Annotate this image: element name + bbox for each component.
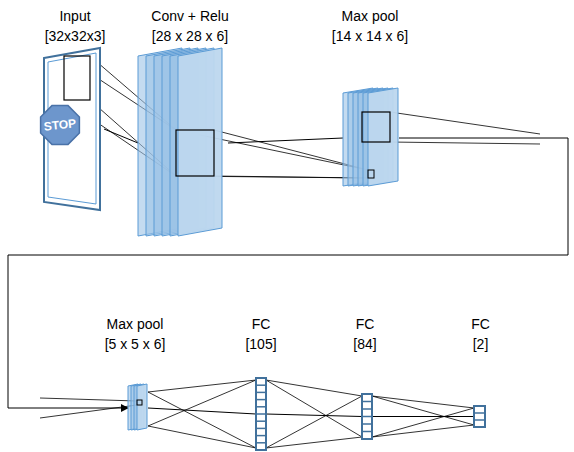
neuron-cell	[256, 442, 266, 444]
layer-label: FC[84]	[353, 314, 376, 354]
neuron-cell	[256, 392, 266, 394]
neuron-cell	[256, 435, 266, 437]
fc-line	[372, 396, 474, 408]
layer-dimensions: [28 x 28 x 6]	[151, 26, 228, 46]
fc-line	[266, 380, 362, 437]
layer-connector	[372, 416, 474, 417]
neuron-cell	[256, 399, 266, 401]
input-image	[44, 48, 100, 210]
fc-line	[148, 380, 256, 392]
projection-line	[390, 142, 540, 144]
layer-block: FC[105]	[256, 378, 266, 450]
feature-map	[137, 384, 147, 430]
layer-shape	[362, 394, 372, 439]
neuron-cell	[256, 428, 266, 430]
receptive-field	[362, 112, 390, 142]
layer-connector	[228, 138, 343, 143]
layer-label: FC[2]	[471, 314, 490, 354]
layer-shape	[256, 378, 266, 450]
layer-dimensions: [2]	[471, 334, 490, 354]
feature-map	[178, 48, 222, 236]
pool-window	[137, 400, 142, 405]
layer-name: Input	[45, 6, 106, 26]
layer-shape	[138, 48, 228, 238]
layer-dimensions: [84]	[353, 334, 376, 354]
projection-line	[40, 398, 137, 401]
layer-shape	[128, 384, 148, 432]
layer-name: Max pool	[332, 6, 408, 26]
pool-window	[368, 170, 374, 178]
layer-name: FC	[245, 314, 276, 334]
neuron-cell	[256, 384, 266, 386]
layer-dimensions: [14 x 14 x 6]	[332, 26, 408, 46]
layer-block: Conv + Relu[28 x 28 x 6]	[138, 48, 228, 238]
fc-line	[148, 380, 256, 426]
layer-shape	[474, 406, 485, 427]
layer-dimensions: [32x32x3]	[45, 26, 106, 46]
feature-map	[368, 88, 398, 186]
layer-label: Max pool[14 x 14 x 6]	[332, 6, 408, 46]
layer-block: FC[84]	[362, 394, 372, 439]
layer-connector	[148, 408, 256, 414]
projection-line	[390, 112, 540, 134]
layer-label: FC[105]	[245, 314, 276, 354]
layer-label: Max pool[5 x 5 x 6]	[105, 314, 166, 354]
layer-connector	[266, 414, 362, 417]
layer-block: Max pool[5 x 5 x 6]	[128, 384, 148, 432]
fc-line	[372, 408, 474, 437]
receptive-field	[176, 130, 214, 176]
layer-name: FC	[471, 314, 490, 334]
projection-line	[40, 405, 137, 418]
layer-name: Conv + Relu	[151, 6, 228, 26]
fc-layer	[362, 394, 372, 439]
layer-shape	[343, 88, 399, 188]
fc-layer	[256, 378, 266, 450]
receptive-field	[64, 56, 90, 100]
layer-block: Max pool[14 x 14 x 6]	[343, 88, 399, 188]
fc-line	[372, 425, 474, 437]
neuron-cell	[256, 420, 266, 422]
neuron-cell	[362, 401, 372, 403]
layer-dimensions: [105]	[245, 334, 276, 354]
neuron-cell	[362, 408, 372, 410]
fc-line	[266, 396, 362, 448]
neuron-cell	[474, 419, 485, 421]
layer-label: Input[32x32x3]	[45, 6, 106, 46]
layer-name: Max pool	[105, 314, 166, 334]
fc-line	[148, 392, 256, 448]
receptive-field-lines	[40, 56, 540, 448]
neuron-cell	[256, 413, 266, 415]
layer-dimensions: [5 x 5 x 6]	[105, 334, 166, 354]
layer-name: FC	[353, 314, 376, 334]
fc-line	[266, 437, 362, 448]
fc-line	[266, 380, 362, 396]
neuron-cell	[362, 431, 372, 433]
layer-label: Conv + Relu[28 x 28 x 6]	[151, 6, 228, 46]
neuron-cell	[362, 416, 372, 418]
neuron-cell	[474, 412, 485, 414]
stop-sign	[41, 106, 80, 145]
layer-connector	[104, 129, 138, 143]
layer-block: Input[32x32x3]STOP	[40, 46, 104, 212]
fc-line	[372, 396, 474, 425]
neuron-cell	[256, 406, 266, 408]
fc-layer	[474, 406, 485, 427]
neuron-cell	[362, 423, 372, 425]
fc-line	[148, 426, 256, 448]
layer-block: FC[2]	[474, 406, 485, 427]
